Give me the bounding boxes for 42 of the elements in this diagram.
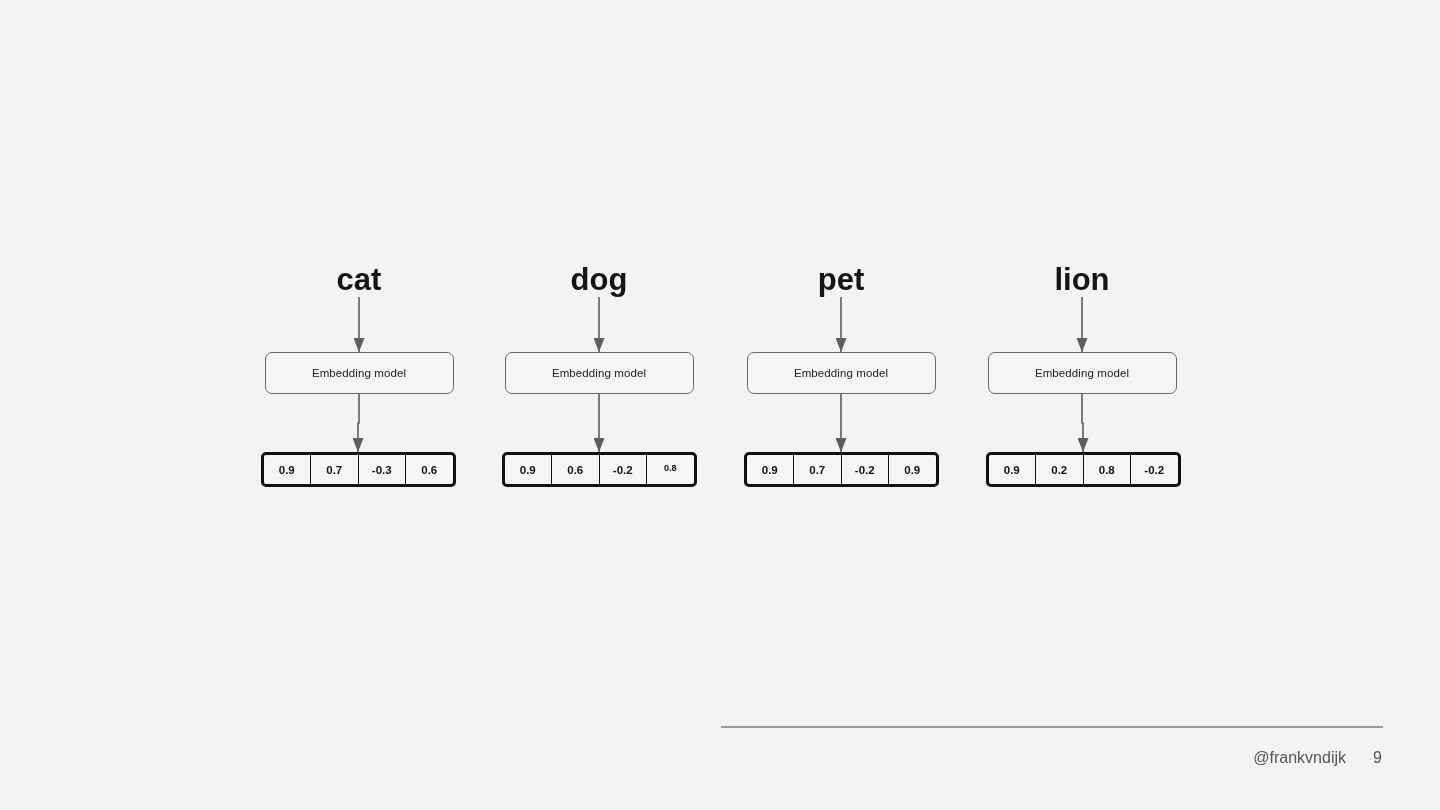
process-box xyxy=(264,352,454,394)
vector-value: 0.8 xyxy=(646,455,694,484)
word-label: dog xyxy=(570,263,628,297)
process-box xyxy=(746,352,936,394)
arrow xyxy=(835,296,847,353)
vector-bar xyxy=(985,452,1181,487)
box-label: Embedding model xyxy=(793,367,889,379)
vector-bar xyxy=(501,452,697,487)
vector-value: -0.3 xyxy=(357,455,405,484)
vector-value: 0.9 xyxy=(1002,462,1021,478)
arrow xyxy=(352,393,364,453)
arrow xyxy=(835,393,847,453)
vector-value: 0.8 xyxy=(1082,455,1130,484)
box-label: Embedding model xyxy=(311,367,407,379)
word-label: pet xyxy=(817,263,865,297)
vector-bar xyxy=(743,452,939,487)
author-handle: @frankvndijk xyxy=(1253,748,1346,768)
vector-value: -0.2 xyxy=(840,455,888,484)
arrow xyxy=(593,393,605,453)
vector-value: 0.7 xyxy=(310,455,358,484)
page-number: 9 xyxy=(1373,748,1382,768)
vector-value: 0.9 xyxy=(888,455,936,484)
arrow xyxy=(1076,296,1088,353)
word-label: lion xyxy=(1054,263,1110,297)
box-label: Embedding model xyxy=(1034,367,1130,379)
vector-value: 0.2 xyxy=(1035,455,1083,484)
process-box xyxy=(987,352,1177,394)
vector-value: -0.2 xyxy=(598,455,646,484)
vector-value: 0.6 xyxy=(405,455,453,484)
vector-value: 0.6 xyxy=(551,455,599,484)
arrow xyxy=(353,296,365,353)
vector-value: 0.9 xyxy=(277,462,296,478)
arrow xyxy=(1077,393,1089,453)
vector-value: -0.2 xyxy=(1130,455,1178,484)
arrow xyxy=(593,296,605,353)
vector-value: 0.9 xyxy=(518,462,537,478)
vector-value: 0.9 xyxy=(760,462,779,478)
vector-value: 0.7 xyxy=(793,455,841,484)
word-label: cat xyxy=(336,263,382,297)
process-box xyxy=(504,352,694,394)
vector-bar xyxy=(260,452,456,487)
box-label: Embedding model xyxy=(551,367,647,379)
